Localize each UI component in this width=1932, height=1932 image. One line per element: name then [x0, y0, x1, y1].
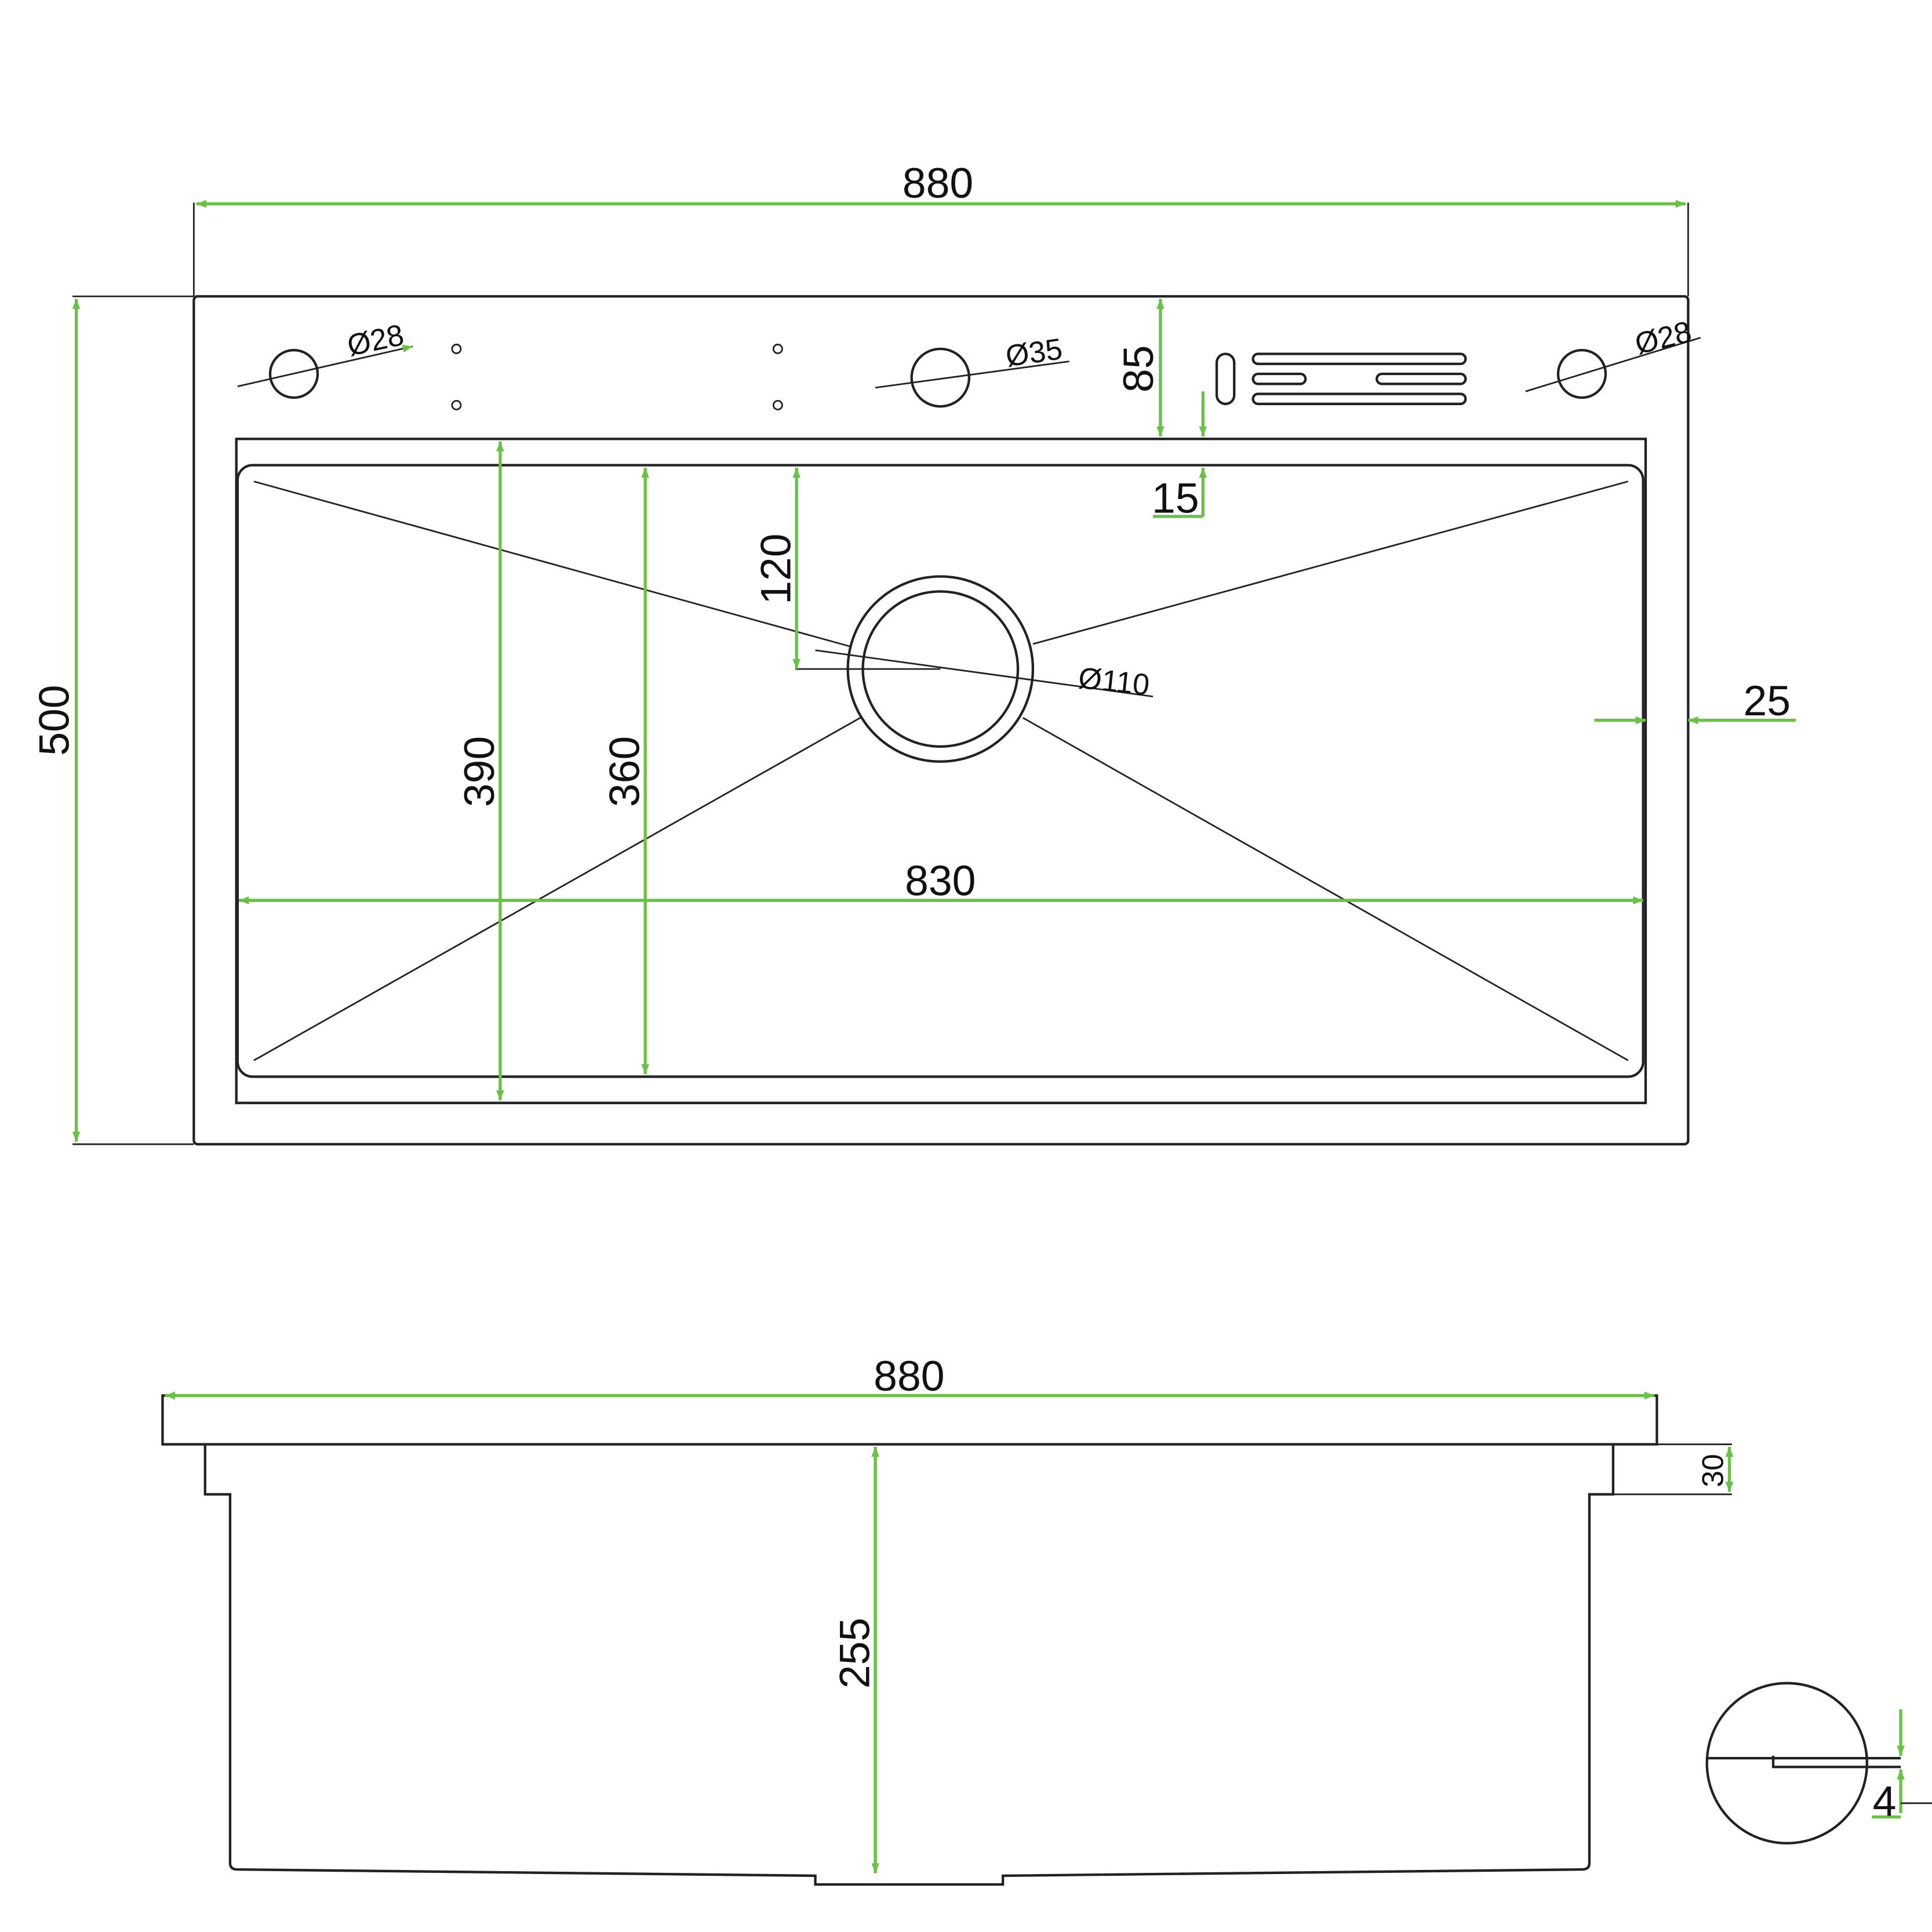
dim-flange-height: 30	[1696, 1454, 1730, 1487]
dim-bowl-height: 255	[831, 1618, 878, 1689]
dim-drain-diameter: Ø110	[1077, 661, 1151, 702]
dim-side-margin: 25	[1743, 677, 1791, 725]
dim-overall-width: 880	[903, 159, 973, 207]
detail-circle	[1705, 1682, 1868, 1844]
tap-hole-right	[1556, 348, 1607, 399]
dim-bowl-inner-depth: 360	[601, 736, 648, 807]
sink-outline	[192, 295, 1690, 1146]
dim-drain-offset: 120	[752, 533, 799, 604]
dim-thickness: 4	[1873, 1777, 1897, 1825]
tap-hole-center	[910, 347, 971, 408]
dim-deck-depth: 85	[1115, 345, 1162, 393]
side-view: 880 30 255	[161, 1352, 1734, 1886]
dim-bowl-outer-depth: 390	[456, 736, 503, 807]
detail-view: 4	[1705, 1682, 1932, 1844]
bowl-outer	[235, 438, 1647, 1104]
label-tap-hole-left: Ø28	[344, 318, 407, 362]
slot-vertical	[1215, 352, 1236, 405]
dim-overall-depth: 500	[31, 685, 78, 755]
tap-hole-left	[268, 348, 319, 399]
dim-bowl-width: 830	[905, 857, 976, 905]
label-tap-hole-right: Ø28	[1632, 314, 1695, 361]
flange	[161, 1394, 1658, 1446]
top-view: 880 500 85 15 390 360 120 Ø110 25 830 Ø2…	[31, 159, 1796, 1146]
label-tap-hole-center: Ø35	[1003, 332, 1064, 373]
bowl-body	[203, 1444, 1615, 1886]
dim-wall-offset: 15	[1152, 474, 1199, 522]
bowl-inner	[236, 464, 1644, 1078]
dim-side-overall-width: 880	[874, 1352, 944, 1400]
